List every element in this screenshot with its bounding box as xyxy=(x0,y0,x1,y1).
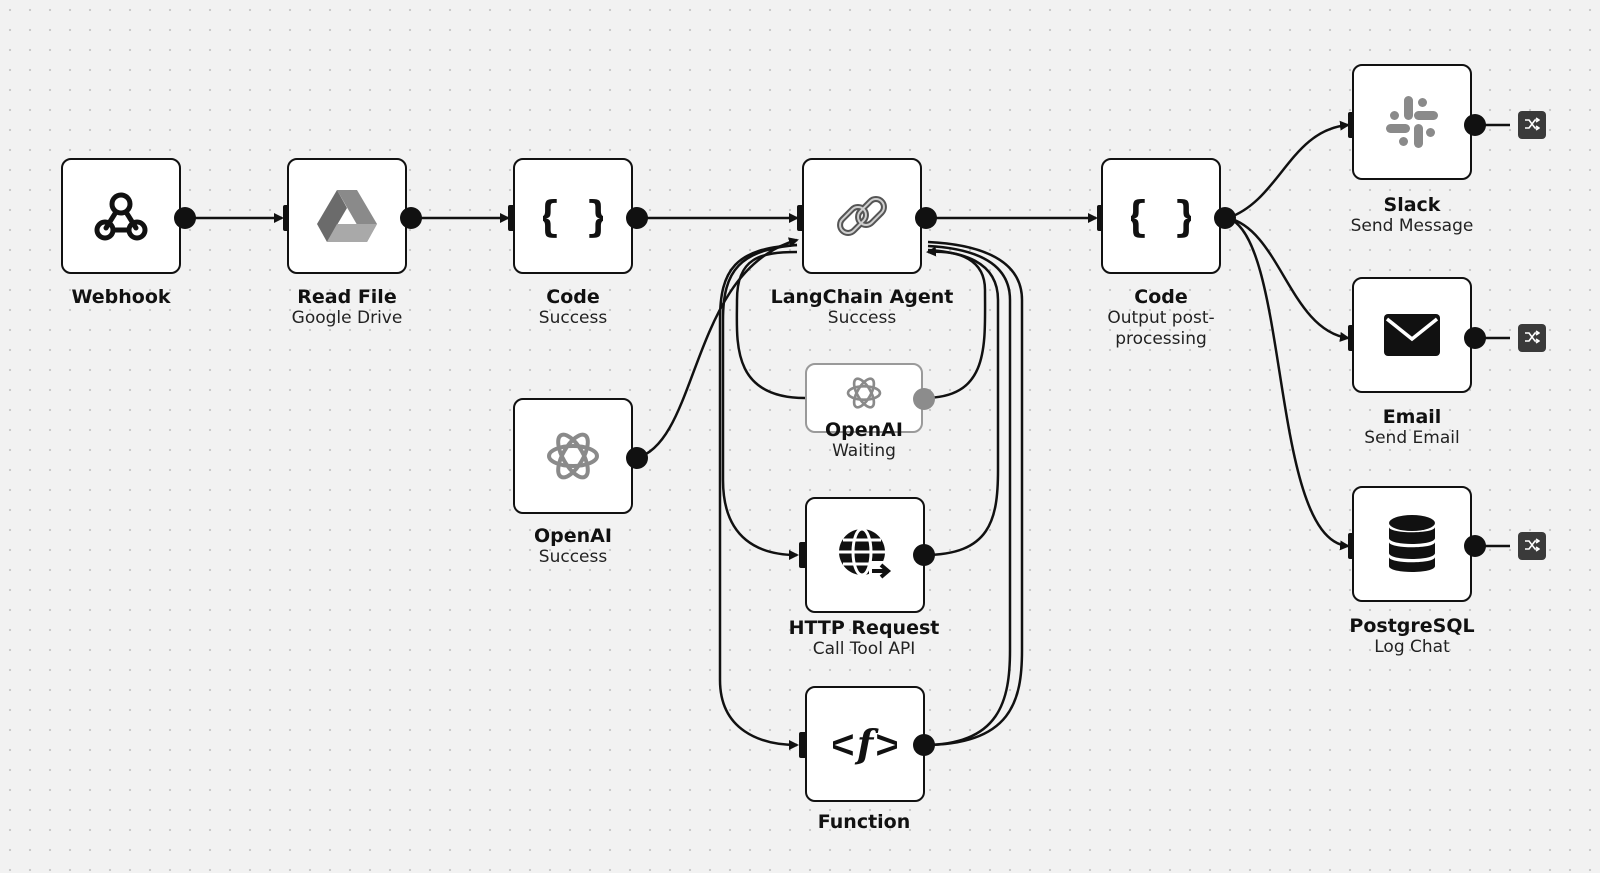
edge-function-return-1 xyxy=(923,244,1012,747)
openai-model-output-handle[interactable] xyxy=(626,447,648,469)
edge-langchain-function xyxy=(718,243,799,750)
postgres-external-button[interactable] xyxy=(1518,532,1546,560)
edge-openai-tool-return xyxy=(735,250,806,400)
readfile-output-handle[interactable] xyxy=(400,207,422,229)
function-output-handle[interactable] xyxy=(913,734,935,756)
function-input-handle[interactable] xyxy=(799,732,808,758)
node-read-file[interactable] xyxy=(287,158,407,274)
globe-arrow-icon xyxy=(835,525,895,585)
node-http-request[interactable] xyxy=(805,497,925,613)
edge-langchain-http xyxy=(721,243,799,560)
envelope-icon xyxy=(1383,313,1441,357)
edge-function-return-2 xyxy=(923,240,1024,747)
postgres-output-handle[interactable] xyxy=(1464,535,1486,557)
node-function[interactable]: <f> xyxy=(805,686,925,802)
code1-input-handle[interactable] xyxy=(508,205,517,231)
openai-icon xyxy=(543,426,603,486)
svg-text:<f>: <f> xyxy=(833,721,897,766)
edge-code2-email xyxy=(1227,216,1350,342)
shuffle-icon xyxy=(1524,537,1541,556)
node-langchain-agent[interactable] xyxy=(802,158,922,274)
shuffle-icon xyxy=(1524,116,1541,135)
svg-text:{ }: { } xyxy=(1131,192,1191,241)
node-openai-model[interactable] xyxy=(513,398,633,514)
edge-code2-slack xyxy=(1227,120,1350,220)
email-output-handle[interactable] xyxy=(1464,327,1486,349)
chain-link-icon xyxy=(832,186,892,246)
node-code-2[interactable]: { } xyxy=(1101,158,1221,274)
node-postgresql[interactable] xyxy=(1352,486,1472,602)
node-email[interactable] xyxy=(1352,277,1472,393)
shuffle-icon xyxy=(1524,329,1541,348)
google-drive-icon xyxy=(316,188,378,244)
webhook-output-handle[interactable] xyxy=(174,207,196,229)
curly-braces-icon: { } xyxy=(543,191,603,241)
edge-openai-langchain xyxy=(636,237,799,460)
edge-openai-tool-loop xyxy=(923,246,987,400)
node-openai-tool[interactable] xyxy=(805,363,923,433)
slack-output-handle[interactable] xyxy=(1464,114,1486,136)
edge-http-return xyxy=(923,248,1000,557)
slack-icon xyxy=(1382,92,1442,152)
svg-text:{ }: { } xyxy=(543,192,603,241)
webhook-icon xyxy=(90,185,152,247)
edge-code2-postgres xyxy=(1227,216,1350,551)
http-input-handle[interactable] xyxy=(799,542,808,568)
langchain-output-handle[interactable] xyxy=(915,207,937,229)
node-code-1[interactable]: { } xyxy=(513,158,633,274)
openai-tool-output-handle[interactable] xyxy=(913,388,935,410)
node-slack[interactable] xyxy=(1352,64,1472,180)
database-icon xyxy=(1387,514,1437,574)
slack-external-button[interactable] xyxy=(1518,111,1546,139)
code2-output-handle[interactable] xyxy=(1214,207,1236,229)
openai-icon xyxy=(844,373,884,413)
email-external-button[interactable] xyxy=(1518,324,1546,352)
node-webhook[interactable] xyxy=(61,158,181,274)
function-icon: <f> xyxy=(833,719,897,769)
http-output-handle[interactable] xyxy=(913,544,935,566)
code1-output-handle[interactable] xyxy=(626,207,648,229)
curly-braces-icon: { } xyxy=(1131,191,1191,241)
langchain-input-handle[interactable] xyxy=(797,205,806,231)
